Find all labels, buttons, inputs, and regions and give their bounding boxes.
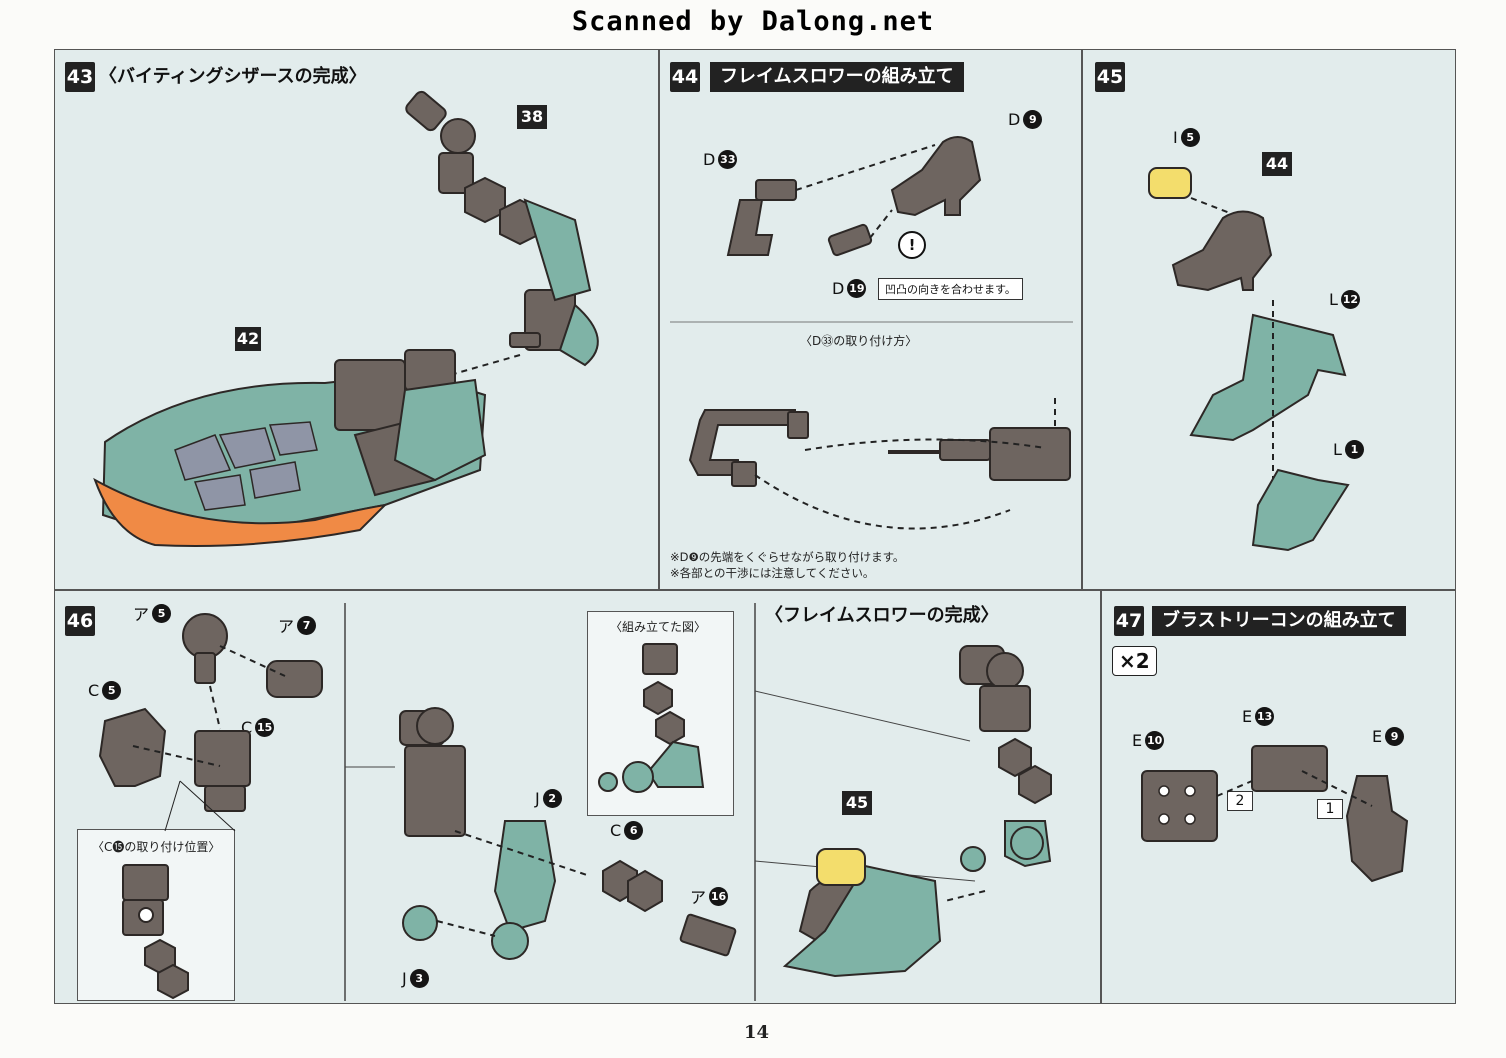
label-i5-number: 5 [1180, 128, 1200, 147]
label-c5-number: 5 [102, 681, 122, 700]
label-d9-number: 9 [1023, 110, 1043, 129]
label-a7-number: 7 [297, 615, 317, 635]
label-a16-number: 16 [709, 886, 729, 906]
part-ref-38: 38 [517, 105, 547, 129]
step-43-title: 〈バイティングシザースの完成〉 [99, 66, 367, 87]
label-d19-number: 19 [847, 279, 867, 298]
step-43-number: 43 [65, 62, 95, 92]
label-c5: C 5 [88, 681, 122, 700]
d33-attach-subtitle: 〈D㉝の取り付け方〉 [800, 334, 918, 348]
label-d19: D 19 [832, 279, 867, 298]
step-47-title: ブラストリーコンの組み立て [1152, 606, 1406, 636]
label-a7-letter: ア [278, 617, 295, 636]
step-44-note-1: ※D❾の先端をくぐらせながら取り付けます。 [670, 550, 905, 564]
label-a7: ア 7 [278, 613, 317, 637]
label-d33-number: 33 [718, 150, 738, 169]
label-a5: ア 5 [133, 601, 172, 625]
label-e13-letter: E [1242, 707, 1253, 726]
assembled-view-caption: 〈組み立てた図〉 [610, 620, 707, 634]
label-c5-letter: C [88, 681, 100, 700]
label-l1-letter: L [1333, 440, 1342, 459]
step-46-panel: 46 ア 5 ア 7 C 5 C 15 〈C⓯の取り付け位置〉 [54, 590, 1101, 1004]
label-a16-letter: ア [690, 888, 707, 907]
label-e10-number: 10 [1145, 731, 1165, 750]
multiplier-badge: ×2 [1112, 646, 1157, 676]
label-j3-letter: J [402, 969, 407, 988]
biting-scissors-illustration [93, 90, 599, 547]
label-e9-letter: E [1372, 727, 1383, 746]
step-45-number: 45 [1095, 62, 1125, 92]
label-e9-number: 9 [1385, 727, 1405, 746]
label-e9: E 9 [1372, 727, 1405, 746]
blast-recon-illustration [1141, 745, 1409, 883]
part-ref-45: 45 [842, 791, 872, 815]
order-step-1: 1 [1317, 799, 1343, 819]
label-a5-number: 5 [152, 603, 172, 623]
c15-position-inset: 〈C⓯の取り付け位置〉 [77, 829, 235, 1001]
warning-note: 凹凸の向きを合わせます。 [878, 278, 1023, 300]
label-e13-number: 13 [1255, 707, 1275, 726]
page-number: 14 [744, 1022, 770, 1043]
label-l12-letter: L [1329, 290, 1338, 309]
step-44-panel: 44 フレイムスロワーの組み立て D 33 D 9 D 19 ! 凹凸の向きを合… [659, 49, 1082, 590]
step-43-panel: 43 〈バイティングシザースの完成〉 38 42 [54, 49, 659, 590]
label-j3: J 3 [402, 969, 429, 988]
label-j2: J 2 [535, 789, 562, 808]
step-44-note-2: ※各部との干渉には注意してください。 [670, 566, 875, 580]
label-j2-letter: J [535, 789, 540, 808]
label-a5-letter: ア [133, 605, 150, 624]
label-l12-number: 12 [1340, 290, 1360, 309]
step-47-panel: 47 ブラストリーコンの組み立て ×2 E 10 E 13 E 9 2 1 [1101, 590, 1456, 1004]
assembled-view-illustration [598, 643, 705, 793]
label-e13: E 13 [1242, 707, 1275, 726]
label-d19-letter: D [832, 279, 845, 298]
label-d33: D 33 [703, 150, 738, 169]
assembled-view-inset: 〈組み立てた図〉 [587, 611, 734, 816]
step-46-number: 46 [65, 606, 95, 636]
step-45-panel: 45 I 5 44 L 12 L 1 [1082, 49, 1456, 590]
label-i5: I 5 [1173, 128, 1200, 147]
d33-attach-illustration [688, 398, 1071, 530]
c15-position-caption: 〈C⓯の取り付け位置〉 [92, 840, 221, 854]
label-c15: C 15 [241, 718, 275, 737]
label-c6-number: 6 [624, 821, 644, 840]
part-ref-42: 42 [235, 327, 261, 351]
label-l12: L 12 [1329, 290, 1360, 309]
label-d9-letter: D [1008, 110, 1021, 129]
label-l1: L 1 [1333, 440, 1364, 459]
flamethrower-complete-title: 〈フレイムスロワーの完成〉 [765, 605, 999, 626]
label-l1-number: 1 [1344, 440, 1364, 459]
flamethrower-complete-illustration [782, 645, 1052, 978]
scan-watermark: Scanned by Dalong.net [571, 6, 935, 37]
step-44-title: フレイムスロワーの組み立て [710, 62, 964, 92]
c15-position-illustration [122, 864, 189, 1000]
flamethrower-parts-illustration [670, 136, 1073, 323]
label-e10: E 10 [1132, 731, 1165, 750]
warning-icon: ! [898, 231, 926, 259]
label-d9: D 9 [1008, 110, 1043, 129]
label-e10-letter: E [1132, 731, 1143, 750]
label-c6-letter: C [610, 821, 622, 840]
part-ref-44: 44 [1262, 152, 1292, 176]
step-46-left-illustration [98, 613, 323, 832]
step-46-middle-illustration [399, 707, 737, 960]
label-a16: ア 16 [690, 884, 729, 908]
step-44-number: 44 [670, 62, 700, 92]
step-45-illustration [1148, 167, 1350, 552]
label-d33-letter: D [703, 150, 716, 169]
label-i5-letter: I [1173, 128, 1178, 147]
label-c6: C 6 [610, 821, 644, 840]
step-47-number: 47 [1114, 606, 1144, 636]
label-j2-number: 2 [542, 789, 562, 808]
label-j3-number: 3 [409, 969, 429, 988]
label-c15-number: 15 [255, 718, 275, 737]
order-step-2: 2 [1227, 791, 1253, 811]
label-c15-letter: C [241, 718, 253, 737]
